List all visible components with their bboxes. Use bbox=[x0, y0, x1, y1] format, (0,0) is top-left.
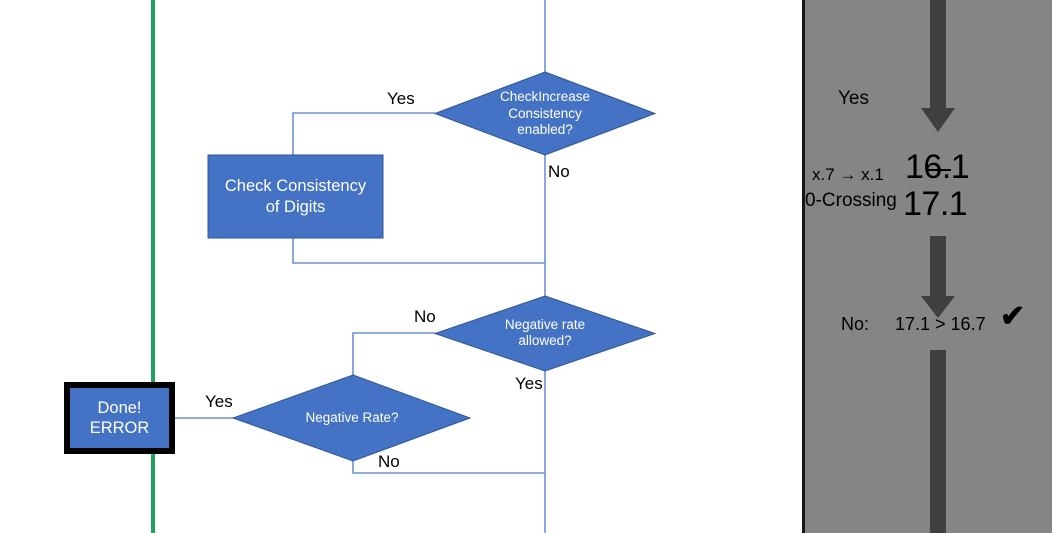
annotation-panel: Yes x.7 → x.1 0-Crossing 16.1 17.1 No: 1… bbox=[802, 0, 1052, 533]
panel-arrow-shaft-middle bbox=[930, 236, 946, 300]
panel-arrow-head-middle bbox=[921, 296, 955, 318]
panel-value-new: 17.1 bbox=[903, 185, 968, 223]
panel-arrow-graphics bbox=[921, 0, 955, 533]
connector-negrate-no bbox=[352, 461, 545, 474]
box-done-error[interactable] bbox=[64, 382, 175, 454]
diamond-negative-rate[interactable] bbox=[231, 374, 472, 462]
panel-arrow-head-top bbox=[921, 108, 955, 132]
edge-label-consistency-yes: Yes bbox=[387, 89, 415, 108]
connector-consistency-yes bbox=[292, 112, 435, 155]
diamond-check-increase-consistency[interactable] bbox=[433, 71, 657, 156]
diamond-negative-rate-allowed[interactable] bbox=[433, 295, 657, 372]
edge-label-consistency-no: No bbox=[548, 162, 570, 181]
connector-lines bbox=[175, 0, 546, 533]
panel-no-label: No: bbox=[841, 314, 870, 334]
panel-comparison: 17.1 > 16.7 bbox=[895, 314, 986, 334]
flowchart-area: CheckIncrease Consistency enabled? Check… bbox=[64, 0, 657, 533]
flowchart-graphics bbox=[64, 0, 657, 533]
box-check-consistency-of-digits[interactable] bbox=[207, 154, 384, 239]
panel-rule-label-1: x.7 → x.1 bbox=[812, 165, 884, 184]
panel-arrow-shaft-bottom bbox=[930, 350, 946, 533]
panel-yes-label: Yes bbox=[838, 88, 869, 109]
panel-rule-label-2: 0-Crossing bbox=[805, 190, 897, 211]
check-mark-icon: ✔ bbox=[1000, 300, 1026, 333]
edge-label-negrate-yes: Yes bbox=[205, 392, 233, 411]
edge-label-negrate-no: No bbox=[378, 452, 400, 471]
edge-label-negrate-allowed-yes: Yes bbox=[515, 374, 543, 393]
panel-arrow-shaft-top bbox=[930, 0, 946, 112]
panel-value-struck: 16.1 bbox=[905, 148, 970, 186]
connector-negrate-allowed-no bbox=[352, 332, 435, 375]
edge-label-negrate-allowed-no: No bbox=[414, 307, 436, 326]
connector-box-return bbox=[292, 238, 545, 264]
